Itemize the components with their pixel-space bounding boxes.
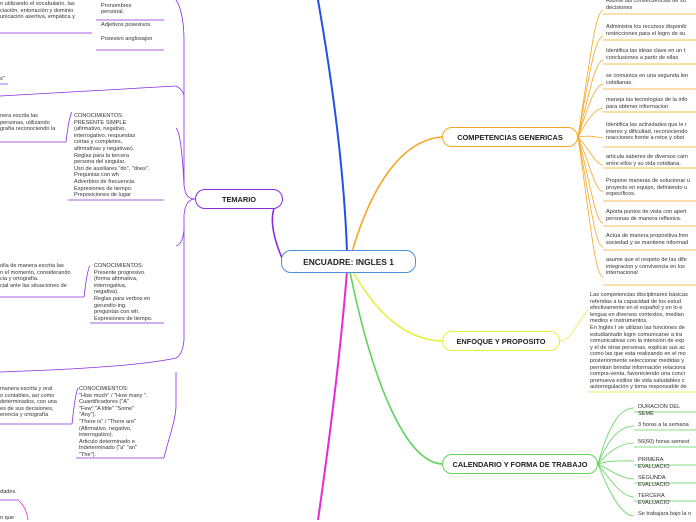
competencia-item[interactable]: Identifica las ideas clave en un t concl… <box>606 48 686 61</box>
calendario-item[interactable]: SEGUNDA EVALUACIO <box>638 475 670 488</box>
branch-enfoque-proposito[interactable]: ENFOQUE Y PROPOSITO <box>442 331 560 351</box>
temario-aprendizaje[interactable]: manera escrita y oral o contables, así c… <box>0 386 57 419</box>
calendario-item[interactable]: 56(60) horas semest <box>638 439 690 445</box>
calendario-item[interactable]: PRIMERA EVALUACIO <box>638 457 670 470</box>
competencia-item[interactable]: asume que el respeto de las dife integra… <box>606 257 687 277</box>
calendario-item[interactable]: 3 horas a la semana <box>638 422 689 428</box>
competencia-item[interactable]: Identifica las actividades que le r inte… <box>606 122 688 142</box>
temario-aprendizaje[interactable]: n utilizando el vocabulario, las ciación… <box>0 1 75 21</box>
competencia-item[interactable]: Aporta puntos de vista con apert persona… <box>606 209 687 222</box>
temario-conocimientos[interactable]: CONOCIMIENTOS: PRESENTE SIMPLE (afirmati… <box>74 113 150 199</box>
central-topic[interactable]: ENCUADRE: INGLES 1 <box>281 250 416 273</box>
temario-conocimientos[interactable]: CONOCIMIENTOS: "How much" / "How many ".… <box>79 386 148 458</box>
competencia-item[interactable]: Propone maneras de solucionar u proyecto… <box>606 178 690 198</box>
branch-temario[interactable]: TEMARIO <box>195 189 283 209</box>
temario-conocimientos[interactable]: CONOCIMIENTOS: Presente progresivo. (for… <box>94 263 153 322</box>
enfoque-description[interactable]: Las competencias disciplinares básicas r… <box>590 292 688 391</box>
calendario-item[interactable]: DURACION DEL SEME <box>638 404 681 417</box>
branch-temario-label: TEMARIO <box>221 194 257 204</box>
competencia-item[interactable]: Asume las consecuencias de su decisiones <box>606 0 686 11</box>
central-topic-title: ENCUADRE: INGLES 1 <box>303 256 394 267</box>
temario-aprendizaje[interactable]: olla de manera escrita las n el momento,… <box>0 263 71 289</box>
branch-competencias-label: COMPETENCIAS GENERICAS <box>457 132 563 142</box>
branch-enfoque-label: ENFOQUE Y PROPOSITO <box>456 336 546 346</box>
competencia-item[interactable]: se comunica en una segunda len cotidiana… <box>606 73 689 86</box>
temario-aprendizaje[interactable]: s" <box>0 76 5 82</box>
temario-conocimientos[interactable]: Verbo "To Be". Pronombres personal. Adje… <box>101 0 153 42</box>
branch-competencias-genericas[interactable]: COMPETENCIAS GENERICAS <box>442 127 578 147</box>
calendario-item[interactable]: TERCERA EVALUACIO <box>638 493 670 506</box>
temario-aprendizaje[interactable]: nera escrita las personas, utilizando gr… <box>0 113 56 133</box>
temario-aprendizaje[interactable]: dades. <box>0 489 17 495</box>
competencia-item[interactable]: Actúa de manera propositiva fren socieda… <box>606 233 689 246</box>
branch-calendario-label: CALENDARIO Y FORMA DE TRABAJO <box>452 459 588 469</box>
calendario-item[interactable]: Se trabajara bajo la n <box>638 511 692 517</box>
temario-aprendizaje[interactable]: n que <box>0 515 14 521</box>
competencia-item[interactable]: Administra los recursos disponib restric… <box>606 24 687 37</box>
competencia-item[interactable]: maneja las tecnologías de la info para o… <box>606 97 688 110</box>
competencia-item[interactable]: articula saberes de diversos cam entre e… <box>606 154 688 167</box>
branch-calendario-trabajo[interactable]: CALENDARIO Y FORMA DE TRABAJO <box>442 454 598 474</box>
